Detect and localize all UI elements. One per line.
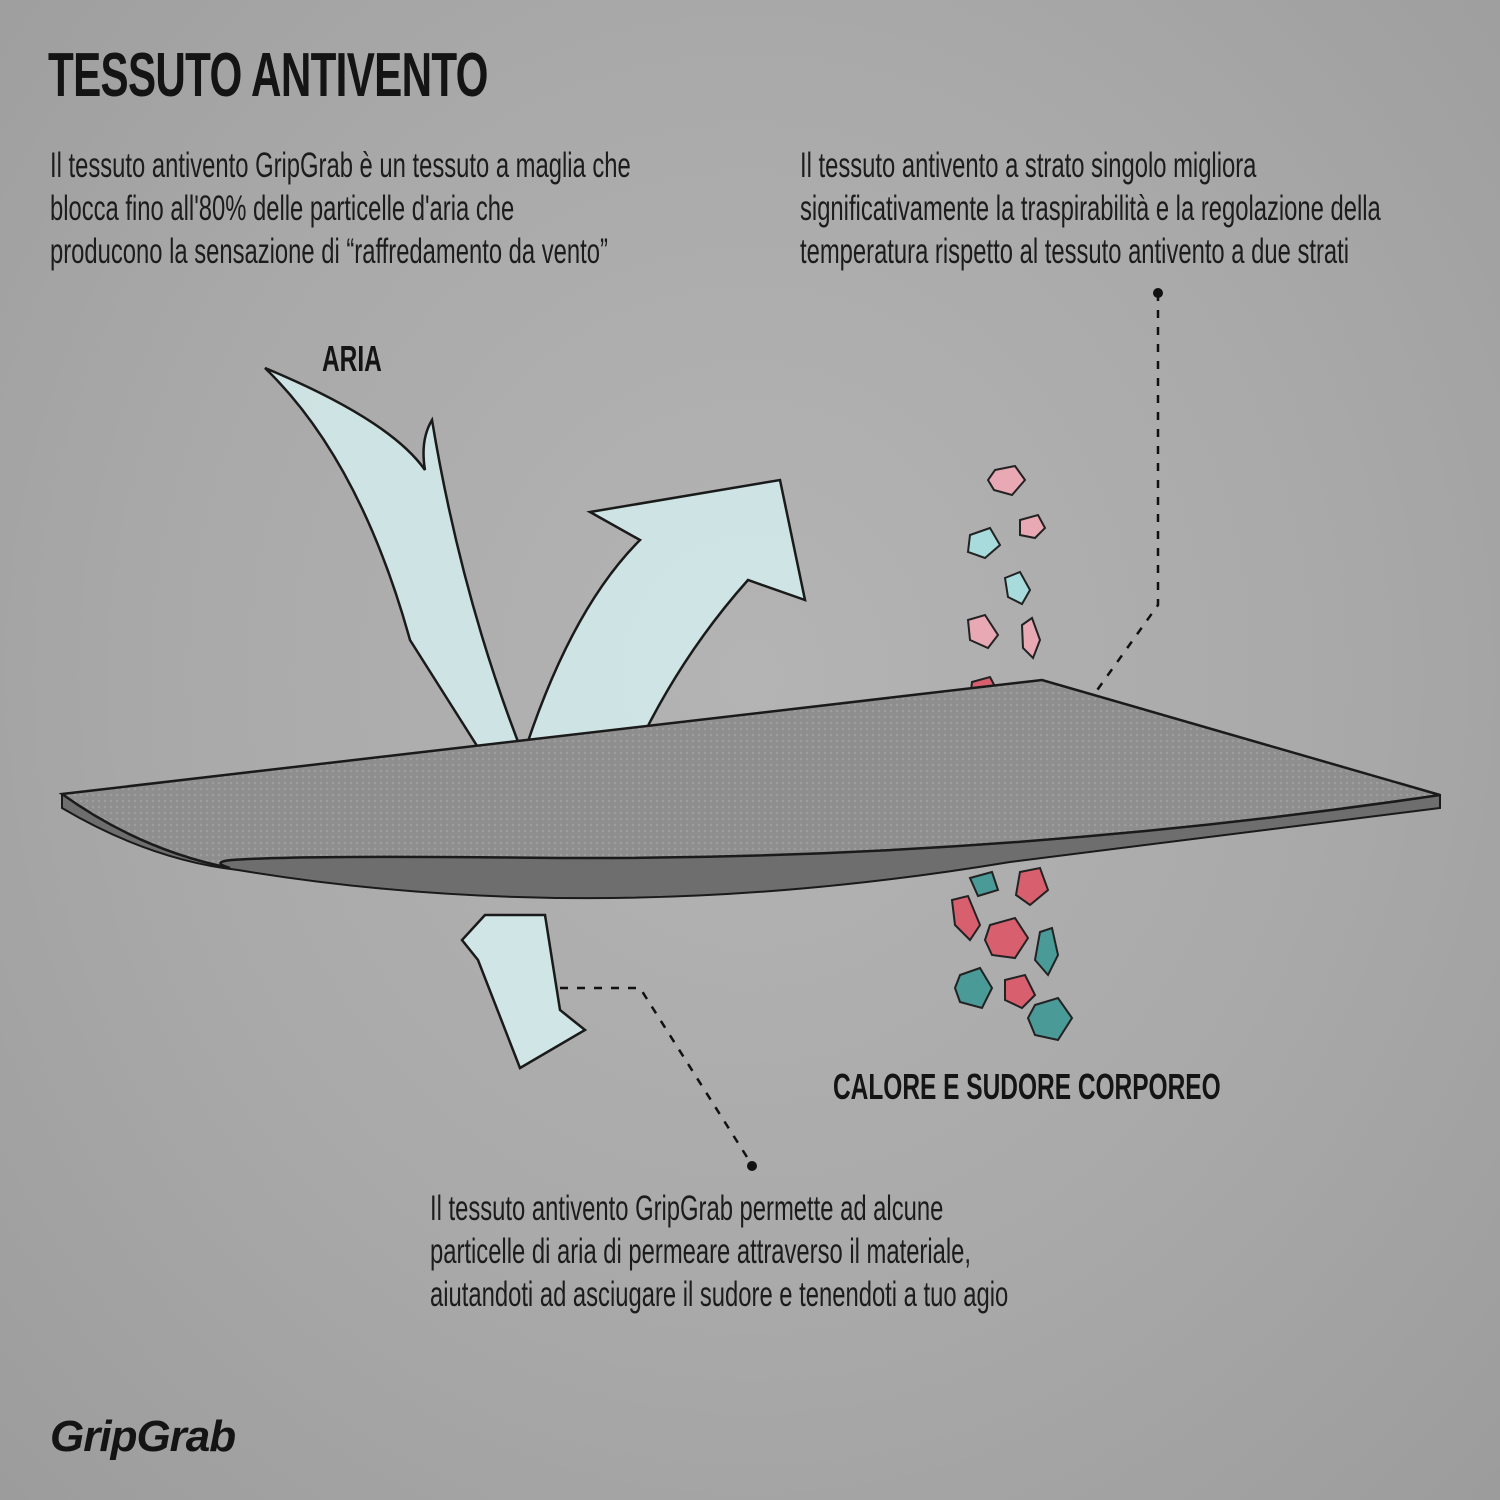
- leader-dot-right: [1153, 288, 1163, 298]
- leader-line-bottom: [560, 986, 754, 1166]
- description-left: Il tessuto antivento GripGrab è un tessu…: [50, 144, 631, 273]
- air-label: ARIA: [322, 338, 382, 379]
- text-line: blocca fino all'80% delle particelle d'a…: [50, 189, 515, 228]
- text-line: Il tessuto antivento a strato singolo mi…: [800, 146, 1257, 185]
- air-arrow-transmitted: [460, 913, 588, 1070]
- text-line: Il tessuto antivento GripGrab permette a…: [430, 1189, 944, 1228]
- text-line: aiutandoti ad asciugare il sudore e tene…: [430, 1275, 1009, 1314]
- page-title: TESSUTO ANTIVENTO: [48, 41, 488, 110]
- fabric-sheet: [58, 678, 1441, 870]
- description-right: Il tessuto antivento a strato singolo mi…: [800, 144, 1381, 273]
- text-line: particelle di aria di permeare attravers…: [430, 1232, 972, 1271]
- leader-dot-bottom: [747, 1161, 757, 1171]
- text-line: Il tessuto antivento GripGrab è un tessu…: [50, 146, 631, 185]
- gripgrab-logo: GripGrab: [50, 1412, 236, 1461]
- particles-below: [950, 866, 1074, 1042]
- text-line: temperatura rispetto al tessuto antivent…: [800, 232, 1350, 271]
- air-arrow-incoming: [264, 366, 564, 860]
- heat-sweat-label: CALORE E SUDORE CORPOREO: [833, 1066, 1221, 1107]
- text-line: significativamente la traspirabilità e l…: [800, 189, 1381, 228]
- text-line: producono la sensazione di “raffredament…: [50, 232, 608, 271]
- description-bottom: Il tessuto antivento GripGrab permette a…: [430, 1187, 1008, 1316]
